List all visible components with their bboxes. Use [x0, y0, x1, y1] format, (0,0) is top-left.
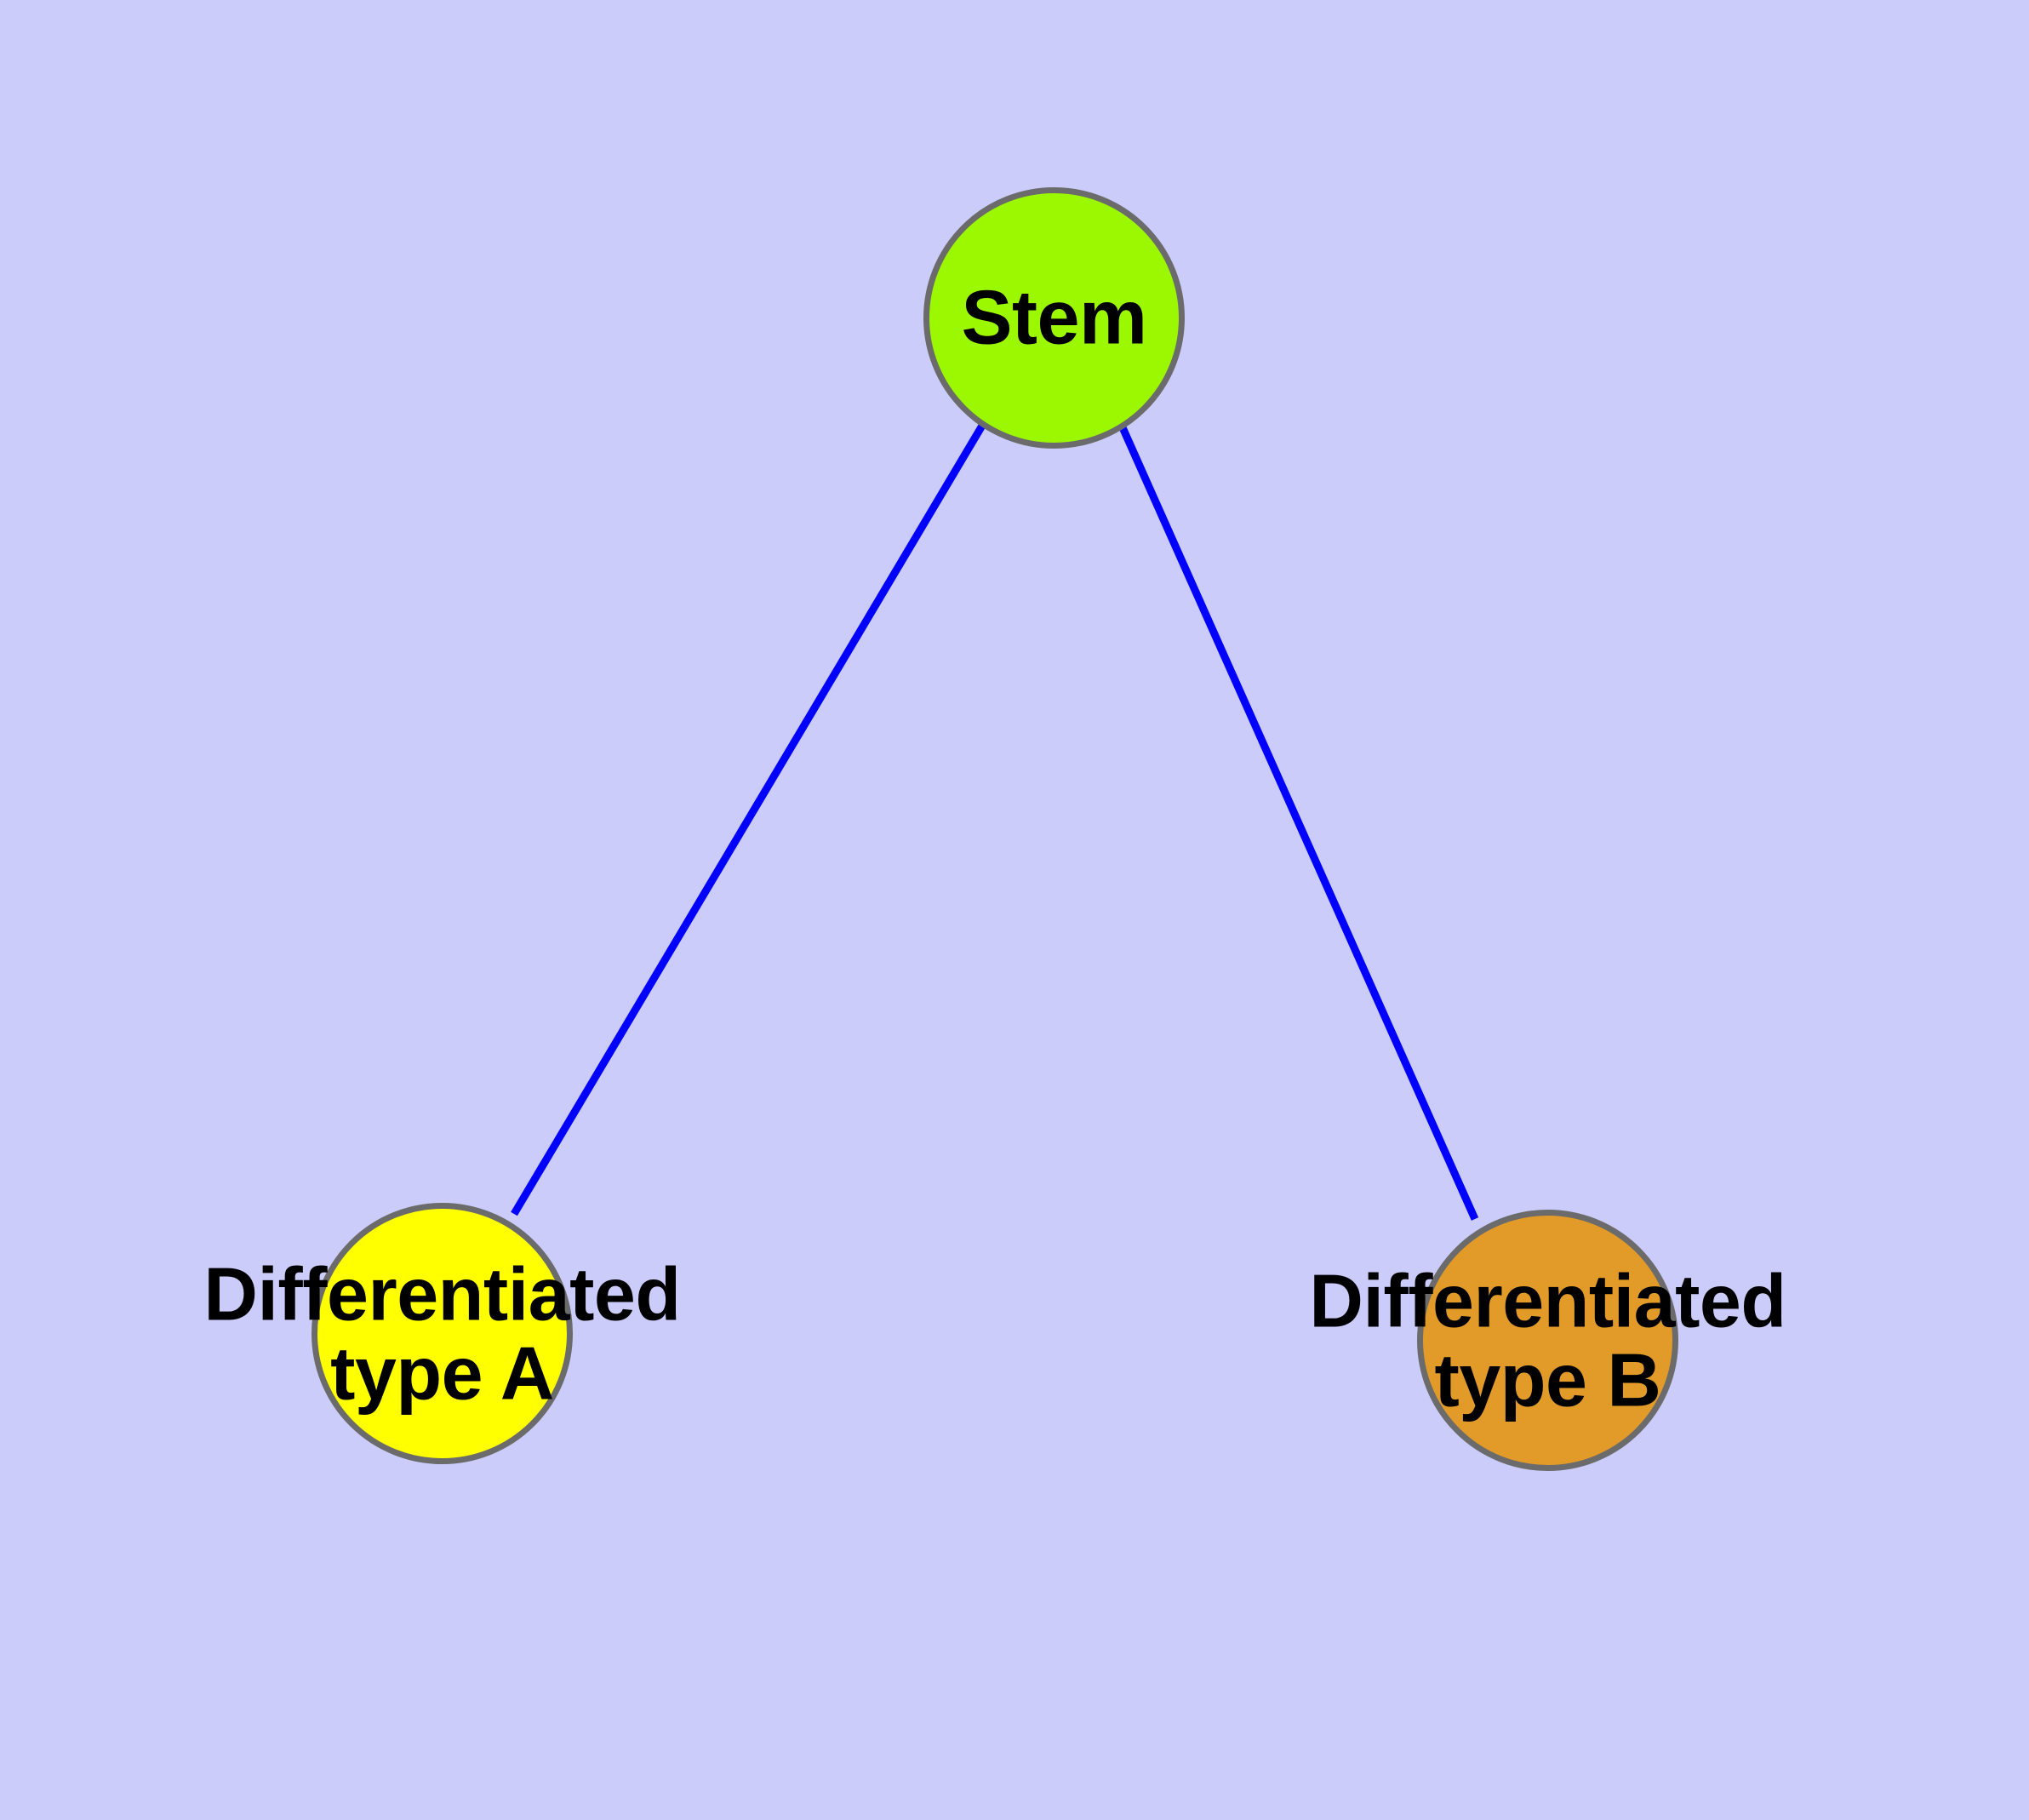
label-line-2: type B: [1434, 1337, 1661, 1422]
node-differentiated-type-b[interactable]: Differentiated type B: [1309, 1210, 1786, 1471]
node-stem[interactable]: Stem: [923, 187, 1185, 449]
label-line-2: type A: [330, 1331, 554, 1416]
node-stem-label: Stem: [961, 274, 1147, 360]
edge-stem-to-type-a: [511, 423, 986, 1216]
node-differentiated-type-a[interactable]: Differentiated type A: [203, 1203, 681, 1464]
edge-stem-to-type-b: [1117, 424, 1479, 1221]
